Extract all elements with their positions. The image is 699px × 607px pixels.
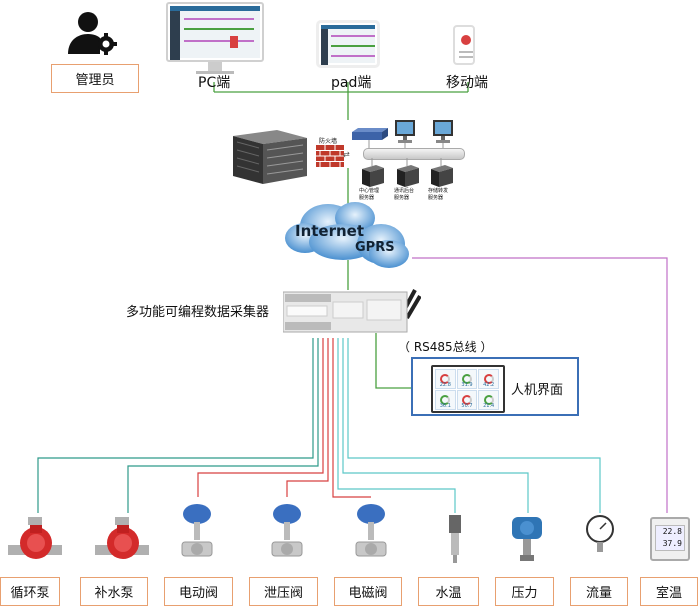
server-2-label: 通讯后台 服务器 — [394, 188, 415, 201]
device-box-circulation-pump: 循环泵 — [0, 577, 60, 606]
hmi-screen: 22.8 31.9 42.2 36.1 50.7 21.4 — [431, 365, 505, 413]
firewall-label: 防火墙 — [319, 138, 338, 145]
hmi-gauge-tile: 42.2 — [478, 369, 499, 389]
device-box-water-temp: 水温 — [418, 577, 479, 606]
pc-monitor — [166, 2, 264, 62]
server-3-label: 存储转发 服务器 — [428, 188, 449, 201]
internet-label: Internet — [295, 222, 365, 240]
rs485-label: （ RS485总线 ） — [398, 340, 493, 354]
device-box-pressure: 压力 — [495, 577, 554, 606]
electric-valve-icon — [180, 500, 214, 564]
hmi-gauge-value: 22.8 — [439, 382, 451, 388]
mobile-device — [453, 25, 475, 65]
server-1-label: 中心管理 服务器 — [359, 188, 380, 201]
makeup-pump-icon — [95, 515, 151, 567]
admin-label-box: 管理员 — [51, 64, 139, 93]
server-1-icon — [362, 165, 384, 187]
room-temp-display: 22.8 37.9 — [655, 525, 685, 551]
workstation-2-icon — [432, 120, 454, 146]
hmi-label: 人机界面 — [511, 383, 564, 398]
water-temp-sensor-icon — [446, 515, 464, 563]
device-box-relief-valve: 泄压阀 — [249, 577, 318, 606]
network-backbone — [363, 148, 465, 160]
server-rack-icon — [233, 126, 307, 184]
arrow-icon: ⇄ — [343, 150, 350, 159]
collector-label: 多功能可编程数据采集器 — [126, 305, 270, 320]
solenoid-valve-icon — [354, 500, 388, 564]
pad-device — [316, 20, 380, 68]
workstation-1-icon — [394, 120, 416, 146]
device-box-room-temp: 室温 — [640, 577, 698, 606]
room-humidity-value: 37.9 — [662, 539, 682, 548]
hmi-gauge-tile: 31.9 — [456, 369, 478, 389]
hmi-gauge-value: 36.1 — [439, 403, 451, 409]
pressure-sensor-icon — [510, 515, 544, 563]
hmi-gauge-value: 31.9 — [461, 382, 473, 388]
internet-cloud — [283, 198, 413, 270]
hmi-box: 22.8 31.9 42.2 36.1 50.7 21.4 人机界面 — [411, 357, 579, 416]
pad-label: pad端 — [331, 75, 372, 91]
firewall-icon — [316, 145, 344, 167]
pc-base — [196, 71, 234, 74]
device-box-electric-valve: 电动阀 — [164, 577, 233, 606]
pc-stand — [208, 62, 222, 72]
hmi-gauge-tile: 21.4 — [478, 390, 499, 410]
hmi-gauge-value: 21.4 — [483, 403, 495, 409]
hmi-gauge-tile: 22.8 — [435, 369, 456, 389]
relief-valve-icon — [270, 500, 304, 564]
hmi-gauge-tile: 50.7 — [456, 390, 478, 410]
device-box-makeup-pump: 补水泵 — [80, 577, 148, 606]
hmi-gauge-tile: 36.1 — [435, 390, 456, 410]
mobile-label: 移动端 — [446, 75, 488, 91]
server-2-icon — [397, 165, 419, 187]
circulation-pump-icon — [8, 515, 64, 567]
hmi-gauge-value: 42.2 — [483, 382, 495, 388]
device-box-solenoid-valve: 电磁阀 — [334, 577, 402, 606]
gprs-label: GPRS — [355, 240, 395, 255]
room-temp-value: 22.8 — [662, 527, 682, 536]
device-box-flow: 流量 — [570, 577, 628, 606]
server-3-icon — [431, 165, 453, 187]
pc-label: PC端 — [198, 75, 231, 91]
data-collector-device — [283, 288, 421, 336]
room-temp-meter: 22.8 37.9 — [650, 517, 690, 561]
admin-label: 管理员 — [75, 73, 115, 88]
flow-gauge-icon — [586, 515, 614, 555]
admin-icon — [66, 10, 120, 56]
switch-icon — [352, 128, 388, 140]
hmi-gauge-value: 50.7 — [461, 403, 473, 409]
